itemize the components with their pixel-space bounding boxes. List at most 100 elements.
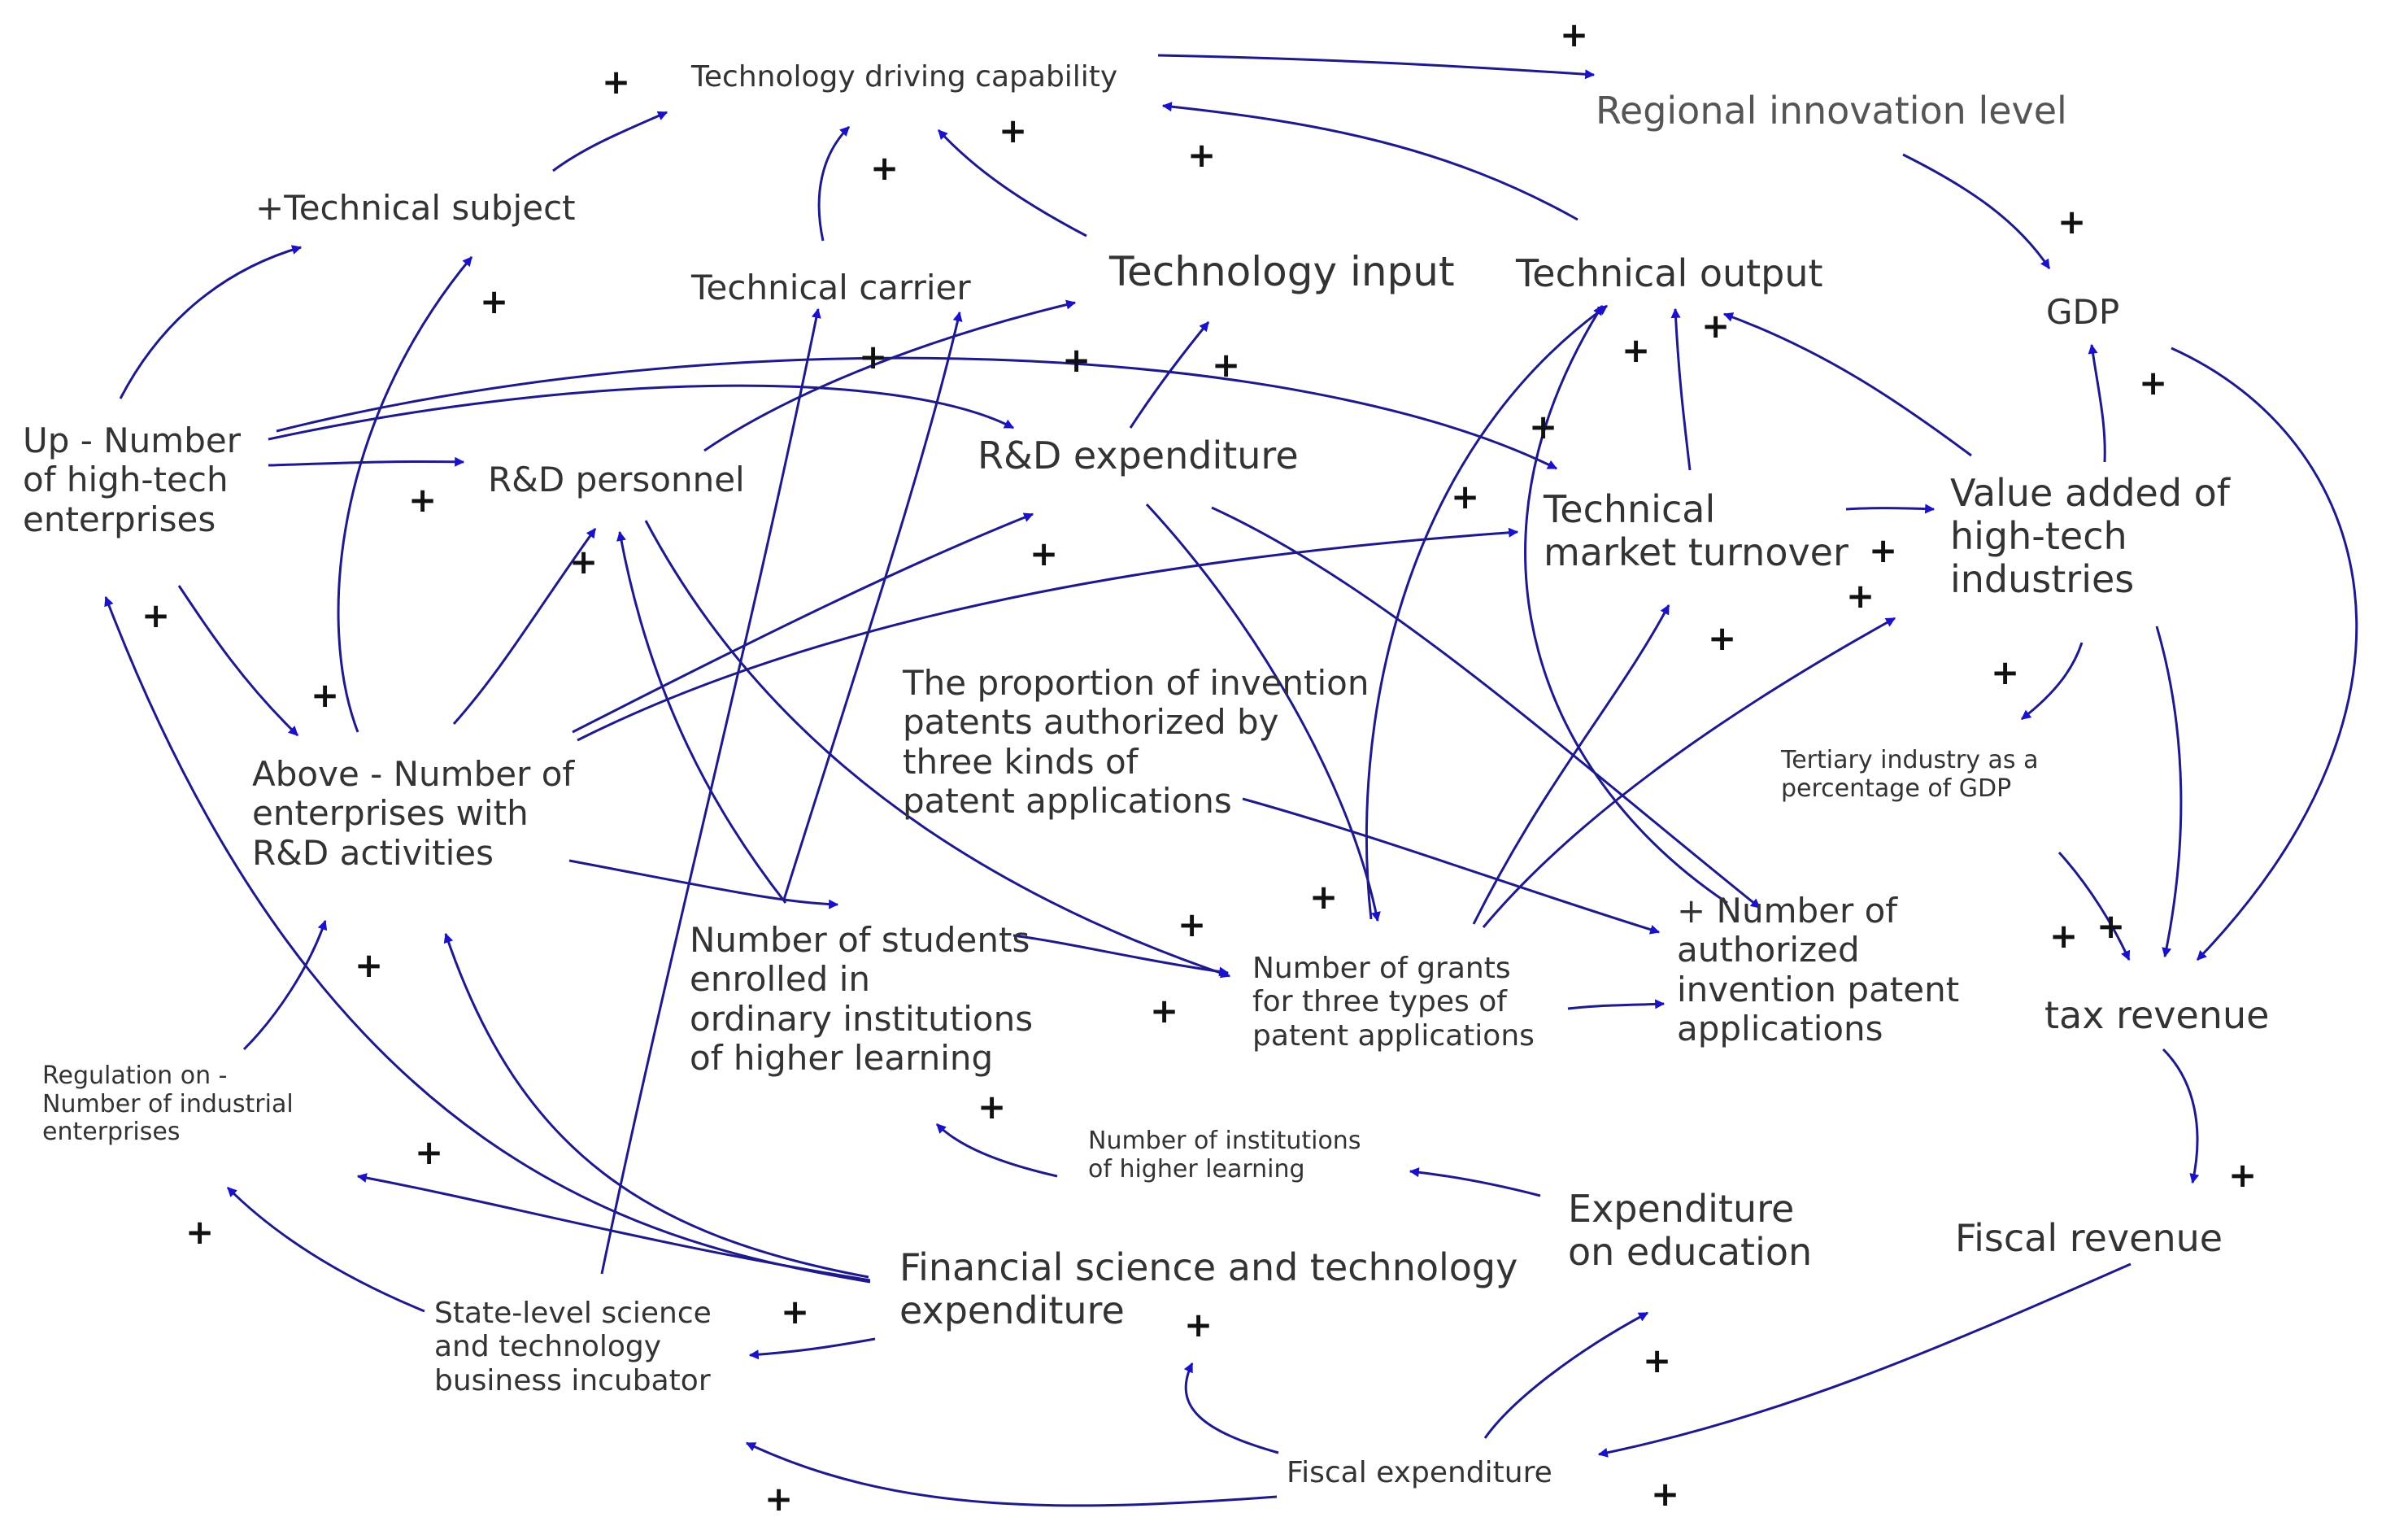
link-grants-to-authorized [1567,999,1666,1010]
link-above-number-to-tech-market [577,527,1519,742]
polarity-sign: + [415,1132,444,1172]
node-rd-expenditure: R&D expenditure [978,434,1299,477]
polarity-sign: + [1187,135,1217,175]
node-proportion-invention-patents: The proportion of invention patents auth… [903,663,1369,821]
link-institutions-to-students [935,1123,1058,1178]
link-authorized-to-technical-output [1524,304,1728,905]
link-gdp-to-tax-revenue [2171,347,2358,961]
polarity-sign: + [408,480,438,520]
polarity-sign: + [1062,340,1091,380]
node-expenditure-on-education: Expenditure on education [1568,1187,1813,1274]
link-regulation-to-above-number [242,919,328,1051]
polarity-sign: + [978,1087,1007,1127]
link-value-added-to-tertiary [2021,642,2084,721]
link-fiscal-expenditure-to-education [1483,1311,1649,1439]
polarity-sign: + [185,1212,215,1252]
link-technical-subject-to-tech-driving [552,111,668,172]
link-technical-carrier-to-tech-driving [817,125,851,242]
polarity-sign: + [1529,407,1558,447]
link-up-number-to-above-number [177,585,299,737]
link-tech-market-to-value-added [1845,504,1936,514]
link-financial-sci-to-above-number [443,932,869,1279]
link-up-number-to-rd-personnel [268,456,465,467]
link-students-to-rd-personnel [616,530,787,904]
node-up-number-high-tech-enterprises: Up - Number of high-tech enterprises [23,421,241,539]
polarity-sign: + [781,1292,810,1332]
polarity-sign: + [569,542,599,582]
link-tax-revenue-to-fiscal-revenue [2162,1048,2200,1184]
polarity-sign: + [2057,202,2087,242]
link-rd-expenditure-to-grants [1145,503,1381,922]
link-tertiary-to-tax-revenue [2057,851,2131,961]
node-grants-three-patent-types: Number of grants for three types of pate… [1252,952,1535,1053]
polarity-sign: + [764,1479,794,1519]
link-grants-to-tech-market [1472,604,1670,925]
polarity-sign: + [1846,576,1875,616]
polarity-sign: + [2049,916,2079,956]
polarity-sign: + [999,111,1028,150]
node-technical-carrier: Technical carrier [691,268,971,307]
polarity-sign: + [1030,534,1059,573]
node-state-level-incubator: State-level science and technology busin… [434,1297,712,1397]
node-students-enrolled: Number of students enrolled in ordinary … [690,920,1034,1078]
link-technology-input-to-tech-driving [937,129,1087,238]
link-fiscal-expenditure-to-incubator [745,1441,1278,1507]
polarity-sign: + [859,337,888,377]
polarity-sign: + [1560,15,1589,54]
polarity-sign: + [2097,906,2126,946]
node-technology-input: Technology input [1109,248,1455,295]
node-gdp: GDP [2046,292,2120,332]
link-incubator-long-to-technical-carrier [600,307,821,1275]
link-proportion-to-authorized [1242,797,1661,935]
link-up-number-to-rd-expenditure [268,384,1015,441]
polarity-sign: + [1651,1474,1680,1514]
link-tech-driving-to-regional-innovation [1157,54,1596,80]
node-technical-market-turnover: Technical market turnover [1544,487,1848,574]
polarity-sign: + [142,595,171,635]
link-students-to-grants [1012,934,1230,977]
polarity-sign: + [311,675,340,715]
polarity-sign: + [1451,477,1480,517]
node-regulation-industrial-enterprises: Regulation on - Number of industrial ent… [42,1062,294,1146]
node-fiscal-expenditure: Fiscal expenditure [1287,1456,1552,1489]
node-tertiary-industry-percentage: Tertiary industry as a percentage of GDP [1781,746,2039,803]
polarity-sign: + [1184,1305,1213,1345]
polarity-sign: + [1643,1341,1672,1380]
node-institutions-higher-learning: Number of institutions of higher learnin… [1088,1127,1361,1184]
link-above-number-to-students [568,859,839,909]
link-incubator-to-regulation [226,1186,425,1313]
link-above-number-to-rd-expenditure [572,512,1034,734]
link-up-number-to-tech-market [276,356,1558,470]
link-rd-personnel-to-grants [644,520,1231,979]
link-tech-market-to-technical-output [1670,307,1692,471]
polarity-sign: + [2228,1155,2258,1195]
polarity-sign: + [2139,363,2168,403]
link-technical-output-to-tech-driving [1161,102,1578,221]
link-grants-to-value-added [1482,617,1896,928]
node-financial-sci-tech-expenditure: Financial science and technology expendi… [899,1245,1518,1332]
link-value-added-to-tax-revenue [2155,626,2183,958]
node-fiscal-revenue: Fiscal revenue [1955,1216,2223,1260]
node-regional-innovation-level: Regional innovation level [1596,89,2067,133]
polarity-sign: + [480,281,509,321]
polarity-sign: + [870,148,899,188]
link-above-number-to-rd-personnel [452,528,597,725]
link-rd-personnel-to-technology-input [703,299,1077,452]
link-financial-sci-to-regulation [356,1173,871,1282]
polarity-sign: + [1869,530,1898,570]
polarity-sign: + [1150,991,1179,1031]
link-rd-expenditure-to-authorized [1211,506,1761,909]
polarity-sign: + [1991,652,2020,692]
link-education-to-institutions [1409,1167,1541,1197]
polarity-sign: + [1212,345,1241,385]
node-value-added-high-tech-industries: Value added of high-tech industries [1950,471,2230,601]
link-up-number-to-technical-subject [119,245,303,399]
node-technical-subject: +Technical subject [255,188,576,228]
link-financial-sci-to-incubator [748,1337,876,1360]
polarity-sign: + [1178,905,1207,944]
polarity-sign: + [1701,306,1731,346]
link-above-number-to-technical-subject [337,256,473,733]
link-incubator-to-technical-carrier [782,311,963,900]
link-grants-to-technical-output [1365,304,1608,920]
